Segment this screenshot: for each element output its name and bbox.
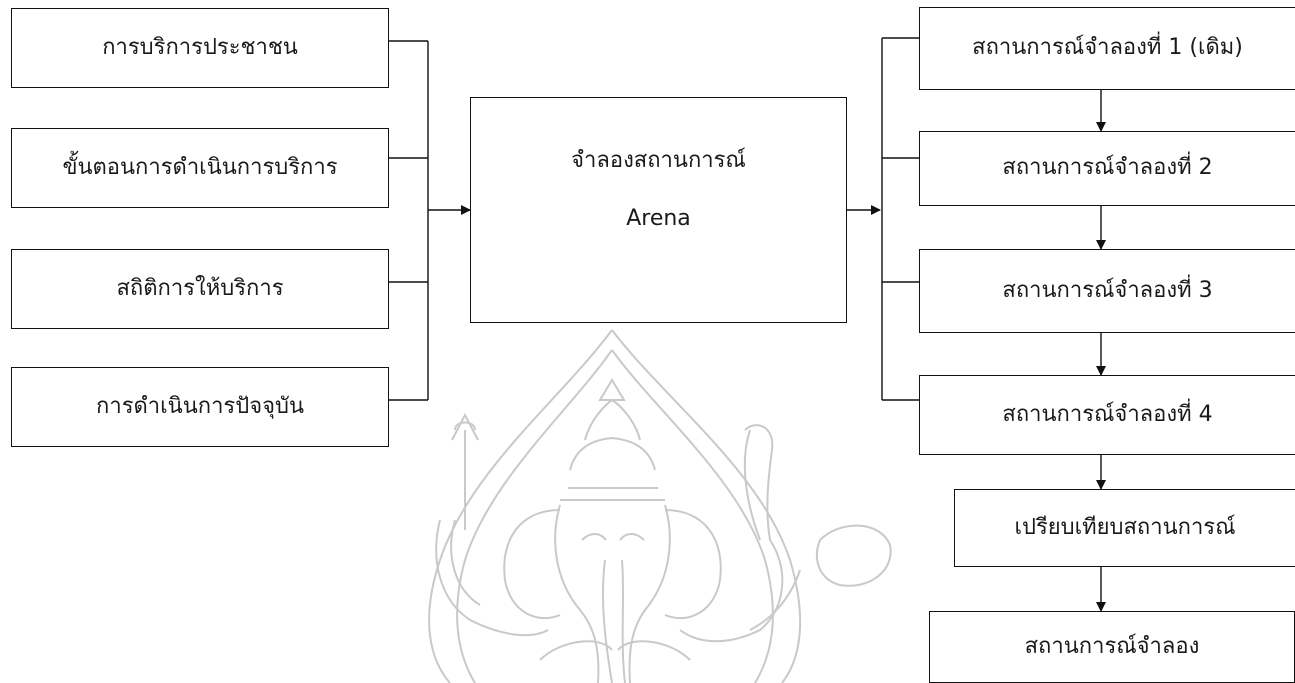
scenario-box-2: สถานการณ์จำลองที่ 2	[919, 131, 1295, 206]
scenario-label: สถานการณ์จำลองที่ 4	[1002, 401, 1213, 427]
input-label: สถิติการให้บริการ	[116, 275, 284, 301]
scenario-box-4: สถานการณ์จำลองที่ 4	[919, 375, 1295, 455]
compare-label: เปรียบเทียบสถานการณ์	[1014, 514, 1236, 540]
simulation-title: จำลองสถานการณ์	[571, 148, 746, 173]
input-box-public-service: การบริการประชาชน	[11, 8, 389, 88]
input-label: ขั้นตอนการดำเนินการบริการ	[62, 154, 338, 180]
scenario-label: สถานการณ์จำลองที่ 1 (เดิม)	[972, 35, 1243, 61]
simulation-box: จำลองสถานการณ์ Arena	[470, 97, 847, 323]
input-box-service-procedure: ขั้นตอนการดำเนินการบริการ	[11, 128, 389, 208]
scenario-label: สถานการณ์จำลองที่ 3	[1002, 277, 1213, 303]
simulation-tool-label: Arena	[626, 206, 691, 232]
result-label: สถานการณ์จำลอง	[1024, 633, 1200, 659]
scenario-box-3: สถานการณ์จำลองที่ 3	[919, 249, 1295, 333]
input-label: การบริการประชาชน	[102, 34, 298, 60]
input-box-service-statistics: สถิติการให้บริการ	[11, 249, 389, 329]
input-box-current-operation: การดำเนินการปัจจุบัน	[11, 367, 389, 447]
input-label: การดำเนินการปัจจุบัน	[96, 393, 304, 419]
compare-scenarios-box: เปรียบเทียบสถานการณ์	[954, 489, 1295, 567]
result-scenario-box: สถานการณ์จำลอง	[929, 611, 1295, 683]
scenario-box-1: สถานการณ์จำลองที่ 1 (เดิม)	[919, 7, 1295, 90]
scenario-label: สถานการณ์จำลองที่ 2	[1002, 155, 1213, 181]
